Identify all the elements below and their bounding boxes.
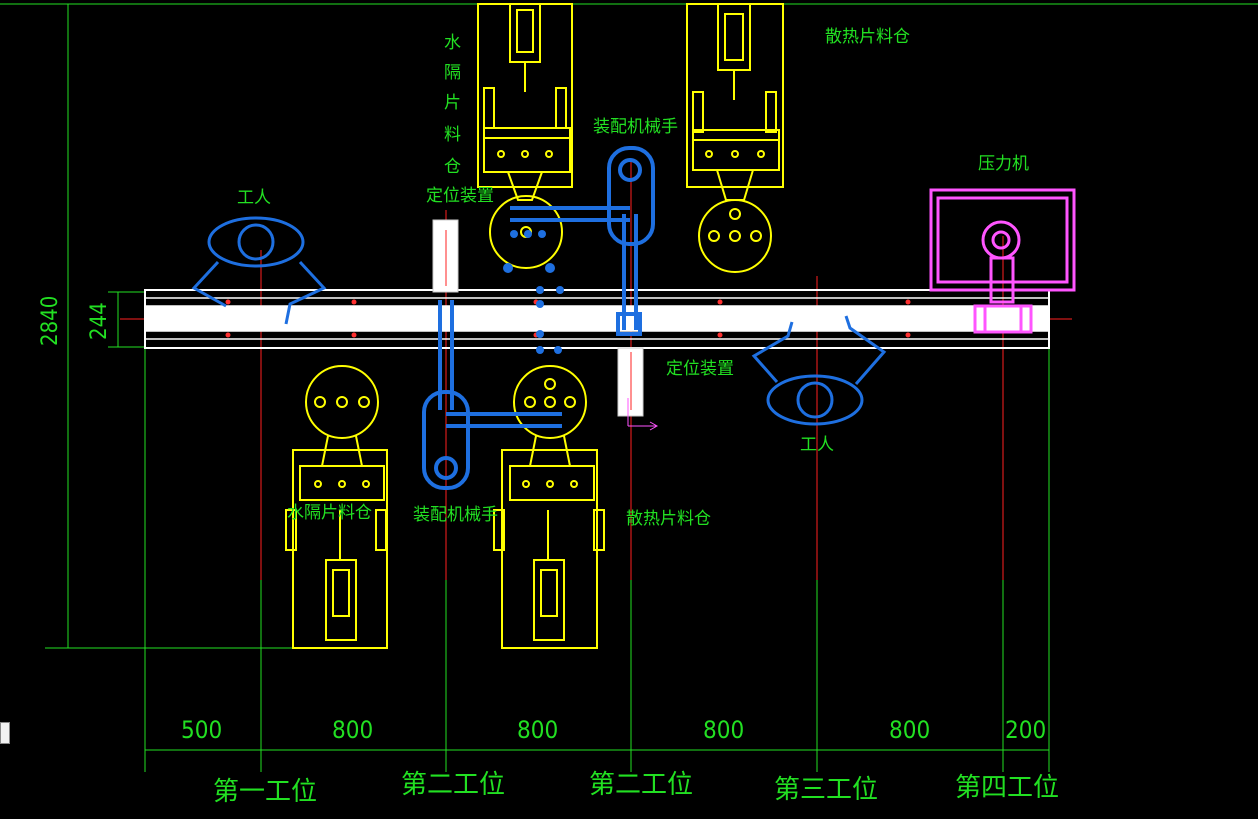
dimension-segment: 500 bbox=[181, 716, 222, 744]
water-bin-top-char: 水 bbox=[444, 33, 461, 53]
robot-arm-icon bbox=[510, 146, 655, 336]
dimension-segment: 800 bbox=[517, 716, 558, 744]
station-label: 第二工位 bbox=[401, 770, 505, 800]
dimension-rail-height: 244 bbox=[87, 302, 112, 340]
water-bin-top-char: 仓 bbox=[444, 157, 461, 177]
water-bin-top-char: 料 bbox=[444, 125, 461, 145]
station-label: 第一工位 bbox=[213, 777, 317, 807]
locator-device-icon bbox=[445, 230, 632, 410]
press-machine-icon bbox=[929, 188, 1076, 334]
robot-top-label: 装配机械手 bbox=[593, 117, 678, 137]
station-label: 第二工位 bbox=[589, 770, 693, 800]
worker-eye-icon bbox=[751, 315, 887, 426]
axis-arrow-icon bbox=[627, 398, 659, 431]
locator-bottom-label: 定位装置 bbox=[666, 359, 734, 379]
dimension-lines bbox=[0, 3, 1258, 772]
transfer-dots bbox=[503, 230, 564, 354]
worker-left-label: 工人 bbox=[237, 188, 271, 208]
ucs-corner-widget[interactable] bbox=[0, 722, 10, 744]
feeder-bin-icon bbox=[285, 365, 388, 649]
dimension-segment: 200 bbox=[1005, 716, 1046, 744]
feeder-bin-icon bbox=[686, 3, 784, 273]
dimension-segment: 800 bbox=[703, 716, 744, 744]
water-bin-bottom-label: 水隔片料仓 bbox=[287, 503, 372, 523]
station-label: 第四工位 bbox=[955, 773, 1059, 803]
water-bin-top-label: 水 隔 片 料 仓 bbox=[444, 33, 461, 177]
station-label: 第三工位 bbox=[774, 775, 878, 805]
water-bin-top-char: 隔 bbox=[444, 63, 461, 83]
worker-right-label: 工人 bbox=[800, 435, 834, 455]
feeder-bin-icon bbox=[477, 3, 573, 269]
robot-bottom-label: 装配机械手 bbox=[413, 505, 498, 525]
water-bin-top-char: 片 bbox=[444, 93, 461, 113]
robot-arm-icon bbox=[422, 300, 562, 490]
worker-eye-icon bbox=[191, 216, 327, 325]
feeder-bin-icon bbox=[493, 365, 605, 649]
press-label: 压力机 bbox=[978, 154, 1029, 174]
dimension-total-height: 2840 bbox=[38, 296, 63, 346]
dimension-segment: 800 bbox=[889, 716, 930, 744]
heatsink-bin-top-label: 散热片料仓 bbox=[825, 27, 910, 47]
heatsink-bin-bottom-label: 散热片料仓 bbox=[626, 509, 711, 529]
conveyor bbox=[144, 289, 1050, 349]
locator-top-label: 定位装置 bbox=[426, 186, 494, 206]
dimension-segment: 800 bbox=[332, 716, 373, 744]
